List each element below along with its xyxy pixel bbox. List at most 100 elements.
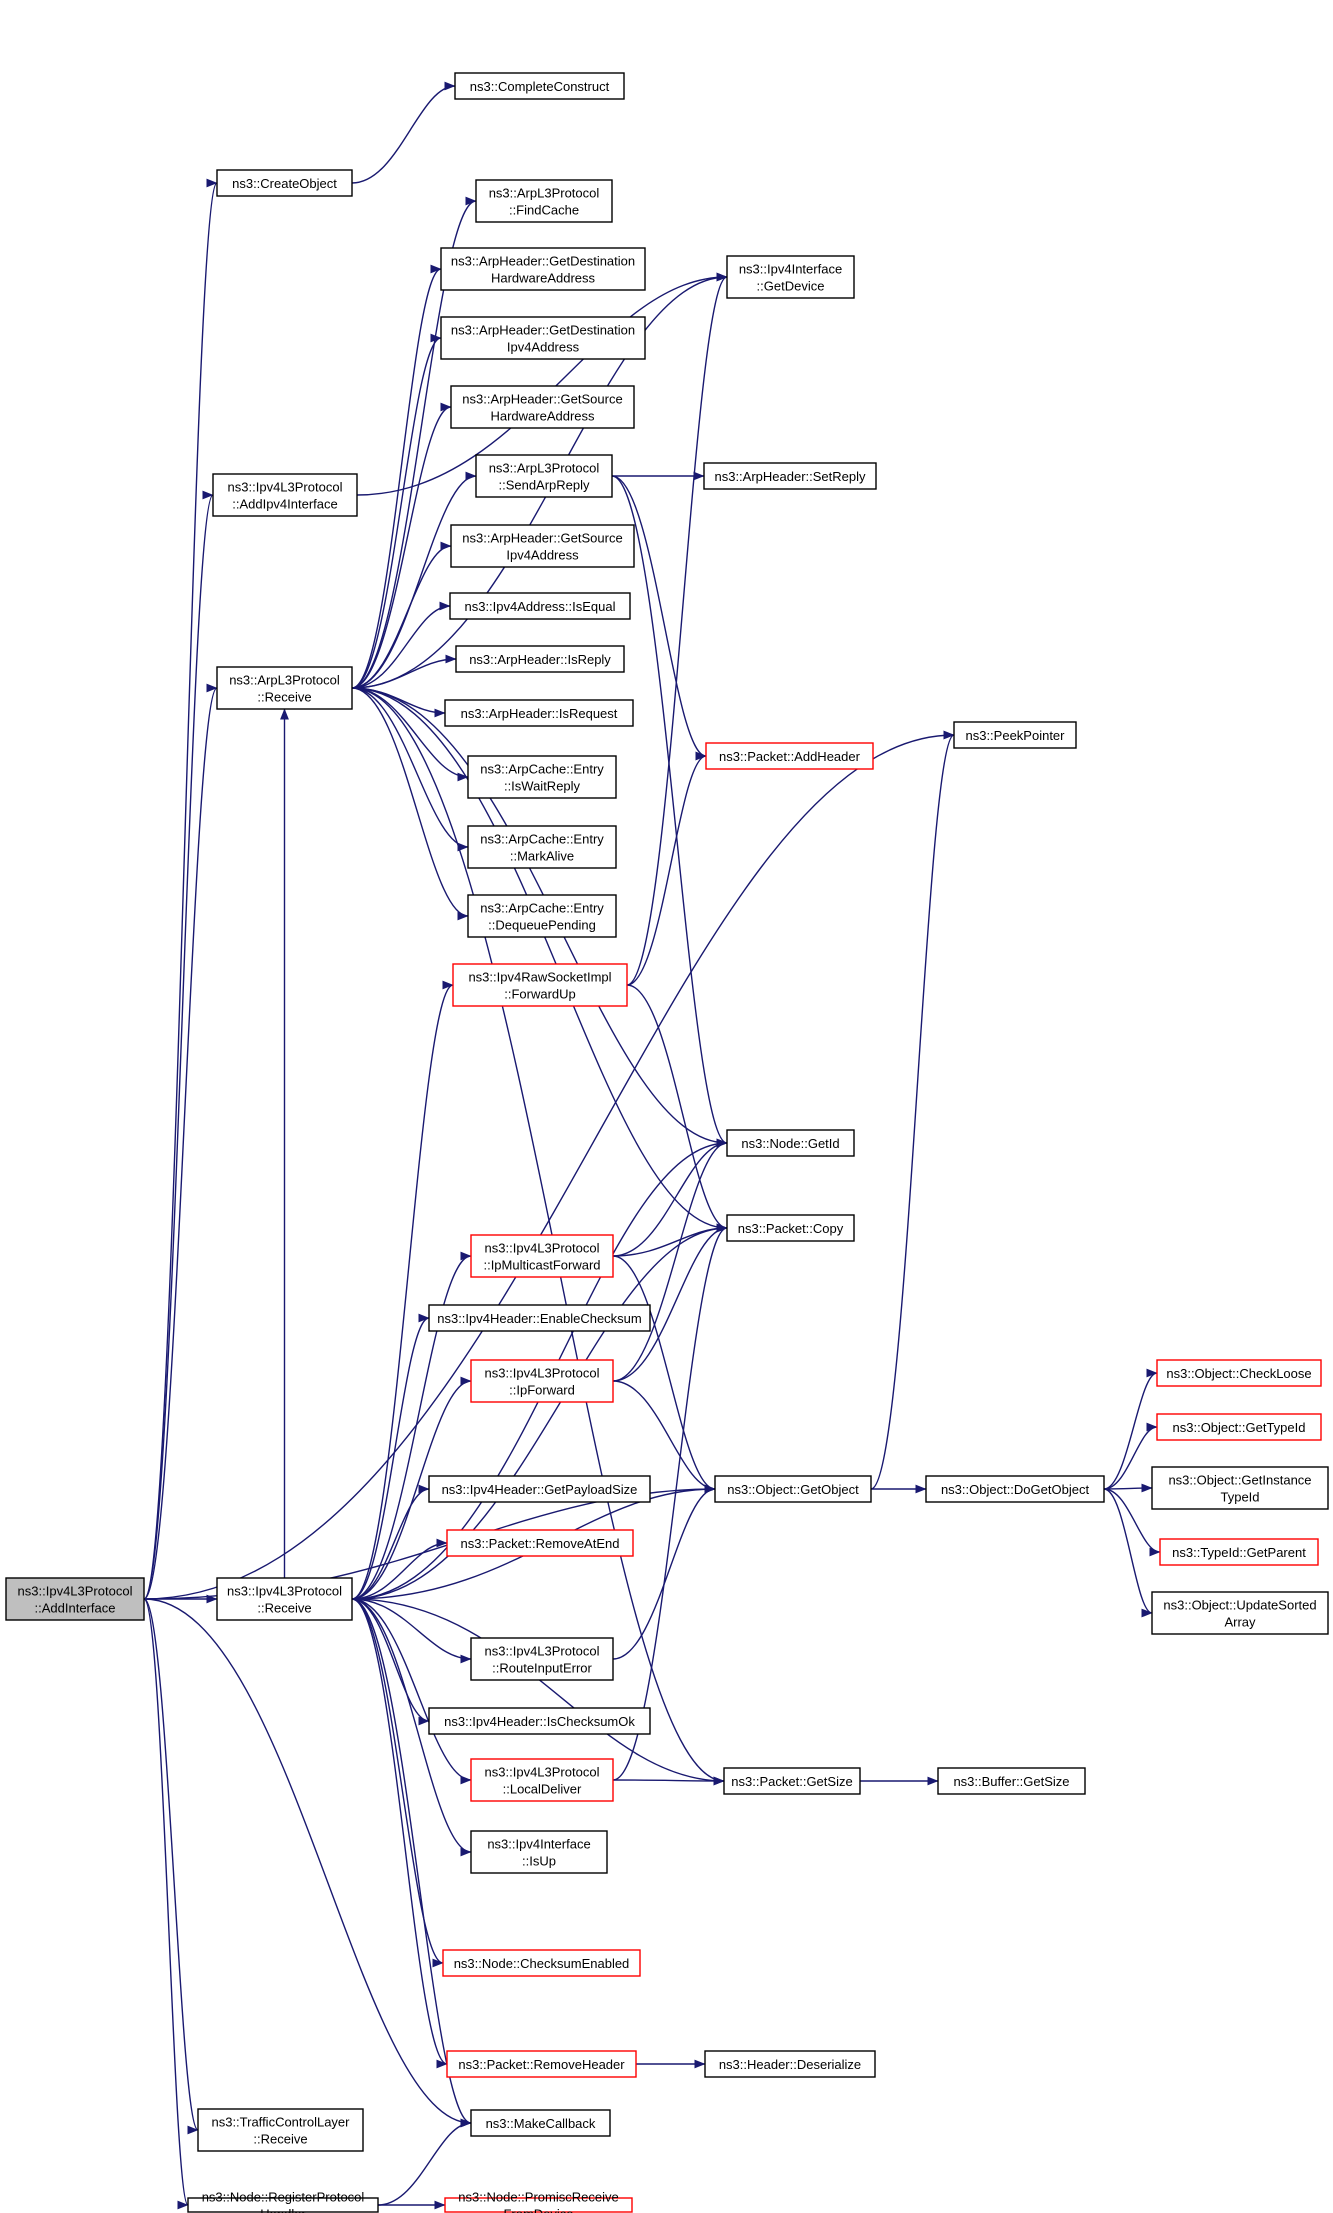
node-box xyxy=(470,1758,614,1802)
edge-ipv4_receive-to-ipv4header_enablechecksum xyxy=(351,1313,430,1600)
edge-root-to-peekpointer xyxy=(143,730,955,1600)
node-arpheader-isreply[interactable]: ns3::ArpHeader::IsReply xyxy=(455,645,625,673)
node-label-line: ns3::Object::GetObject xyxy=(727,1482,859,1497)
node-label-line: ns3::ArpHeader::IsRequest xyxy=(461,706,618,721)
node-packet-getsize[interactable]: ns3::Packet::GetSize xyxy=(723,1767,861,1795)
node-label-line: ns3::TypeId::GetParent xyxy=(1172,1545,1306,1560)
node-node-promiscreceivefromdevice[interactable]: ns3::Node::PromiscReceiveFromDevice xyxy=(444,2190,633,2213)
call-edge xyxy=(351,402,452,689)
node-label-line: Ipv4Address xyxy=(506,548,579,563)
node-object-checkloose[interactable]: ns3::Object::CheckLoose xyxy=(1156,1359,1322,1387)
node-box xyxy=(442,1949,641,1977)
node-arp-findcache[interactable]: ns3::ArpL3Protocol::FindCache xyxy=(475,179,613,223)
call-edge xyxy=(612,1776,725,1786)
node-arpheader-getdestipv4[interactable]: ns3::ArpHeader::GetDestinationIpv4Addres… xyxy=(440,316,646,360)
node-ipv4interface-getdevice[interactable]: ns3::Ipv4Interface::GetDevice xyxy=(726,255,855,299)
node-ipv4interface-isup[interactable]: ns3::Ipv4Interface::IsUp xyxy=(470,1830,608,1874)
node-packet-removeheader[interactable]: ns3::Packet::RemoveHeader xyxy=(446,2050,637,2078)
node-makecallback[interactable]: ns3::MakeCallback xyxy=(470,2109,611,2137)
node-ipforward[interactable]: ns3::Ipv4L3Protocol::IpForward xyxy=(470,1359,614,1403)
edge-ipv4_receive-to-packet_removeatend xyxy=(351,1538,448,1600)
call-edges xyxy=(143,81,1161,2210)
node-packet-removeatend[interactable]: ns3::Packet::RemoveAtEnd xyxy=(446,1529,634,1557)
call-edge xyxy=(351,1598,430,1726)
call-edge xyxy=(351,1598,472,1664)
node-typeid-getparent[interactable]: ns3::TypeId::GetParent xyxy=(1159,1538,1319,1566)
node-label-line: ns3::TrafficControlLayer xyxy=(211,2115,350,2130)
node-ipv4header-enablechecksum[interactable]: ns3::Ipv4Header::EnableChecksum xyxy=(428,1304,651,1332)
node-label-line: ns3::Node::PromiscReceive xyxy=(458,2190,618,2205)
node-node-checksumenabled[interactable]: ns3::Node::ChecksumEnabled xyxy=(442,1949,641,1977)
edge-ipv4raw_forwardup-to-packet_copy xyxy=(626,984,728,1233)
call-edge xyxy=(351,333,442,689)
node-complete-construct[interactable]: ns3::CompleteConstruct xyxy=(454,72,625,100)
node-ipv4header-getpayloadsize[interactable]: ns3::Ipv4Header::GetPayloadSize xyxy=(428,1475,651,1503)
call-edge xyxy=(612,1138,728,1382)
edge-ipmulticastforward-to-object_getobject xyxy=(612,1255,716,1494)
node-label-line: ::IpMulticastForward xyxy=(483,1258,600,1273)
call-edge xyxy=(351,1313,430,1600)
edge-arp_receive-to-arpheader_getdestipv4 xyxy=(351,333,442,689)
node-object-gettypeid[interactable]: ns3::Object::GetTypeId xyxy=(1156,1413,1322,1441)
edge-ipv4_receive-to-packet_getsize xyxy=(351,1598,725,1786)
node-label-line: ns3::ArpCache::Entry xyxy=(480,832,604,847)
node-box xyxy=(1156,1413,1322,1441)
call-edge xyxy=(1103,1483,1153,1493)
node-label-line: ns3::CreateObject xyxy=(232,176,337,191)
node-node-registerprotocolhandler[interactable]: ns3::Node::RegisterProtocolHandler xyxy=(187,2190,379,2213)
node-arpcache-markalive[interactable]: ns3::ArpCache::Entry::MarkAlive xyxy=(467,825,617,869)
node-box xyxy=(455,645,625,673)
node-arpheader-setreply[interactable]: ns3::ArpHeader::SetReply xyxy=(703,462,877,490)
node-packet-addheader[interactable]: ns3::Packet::AddHeader xyxy=(705,742,874,770)
node-root[interactable]: ns3::Ipv4L3Protocol::AddInterface xyxy=(5,1577,145,1621)
node-object-dogetobject[interactable]: ns3::Object::DoGetObject xyxy=(925,1475,1105,1503)
edge-ipv4_receive-to-ipv4raw_forwardup xyxy=(351,980,454,1600)
edge-ipv4_receive-to-ipforward xyxy=(351,1376,472,1600)
node-arp-sendarpreply[interactable]: ns3::ArpL3Protocol::SendArpReply xyxy=(475,454,613,498)
node-ipv4-receive[interactable]: ns3::Ipv4L3Protocol::Receive xyxy=(216,1577,353,1621)
node-node-getid[interactable]: ns3::Node::GetId xyxy=(726,1129,855,1157)
node-arpheader-isrequest[interactable]: ns3::ArpHeader::IsRequest xyxy=(444,699,634,727)
node-label-line: ::MarkAlive xyxy=(510,849,574,864)
node-buffer-getsize[interactable]: ns3::Buffer::GetSize xyxy=(937,1767,1086,1795)
node-routeinputerror[interactable]: ns3::Ipv4L3Protocol::RouteInputError xyxy=(470,1637,614,1681)
node-object-getobject[interactable]: ns3::Object::GetObject xyxy=(714,1475,872,1503)
node-label-line: ns3::ArpHeader::GetDestination xyxy=(451,254,635,269)
edge-arp_sendarpreply-to-node_getid xyxy=(611,475,728,1148)
call-edge xyxy=(351,1376,472,1600)
node-ipv4header-ischecksumok[interactable]: ns3::Ipv4Header::IsChecksumOk xyxy=(428,1707,651,1735)
node-peekpointer[interactable]: ns3::PeekPointer xyxy=(953,721,1077,749)
node-box xyxy=(444,699,634,727)
node-packet-copy[interactable]: ns3::Packet::Copy xyxy=(726,1214,855,1242)
node-ipv4address-isequal[interactable]: ns3::Ipv4Address::IsEqual xyxy=(449,592,631,620)
node-box xyxy=(704,2050,876,2078)
node-arp-receive[interactable]: ns3::ArpL3Protocol::Receive xyxy=(216,666,353,710)
node-trafficcontrol-receive[interactable]: ns3::TrafficControlLayer::Receive xyxy=(197,2108,364,2152)
node-add-ipv4-interface[interactable]: ns3::Ipv4L3Protocol::AddIpv4Interface xyxy=(212,473,358,517)
node-arpcache-iswaitreply[interactable]: ns3::ArpCache::Entry::IsWaitReply xyxy=(467,755,617,799)
function-nodes: ns3::Ipv4L3Protocol::AddInterface ns3::Cr… xyxy=(5,72,1329,2213)
node-arpcache-dequeuepending[interactable]: ns3::ArpCache::Entry::DequeuePending xyxy=(467,894,617,938)
call-edge xyxy=(351,264,442,689)
edge-node_registerprotocolhandler-to-makecallback xyxy=(377,2118,472,2206)
node-box xyxy=(470,1830,608,1874)
edge-ipv4_receive-to-ipmulticastforward xyxy=(351,1251,472,1600)
node-label-line: ns3::Ipv4Header::GetPayloadSize xyxy=(442,1482,638,1497)
node-create-object[interactable]: ns3::CreateObject xyxy=(216,169,353,197)
node-label-line: ns3::ArpHeader::GetSource xyxy=(462,531,622,546)
call-edge xyxy=(351,541,452,689)
node-label-line: ::Receive xyxy=(257,690,311,705)
node-localdeliver[interactable]: ns3::Ipv4L3Protocol::LocalDeliver xyxy=(470,1758,614,1802)
edge-root-to-add_ipv4_interface xyxy=(143,491,214,1600)
node-arpheader-getdesthw[interactable]: ns3::ArpHeader::GetDestinationHardwareAd… xyxy=(440,247,646,291)
node-header-deserialize[interactable]: ns3::Header::Deserialize xyxy=(704,2050,876,2078)
node-label-line: ns3::ArpHeader::SetReply xyxy=(714,469,866,484)
edge-ipmulticastforward-to-node_getid xyxy=(612,1138,728,1257)
node-box xyxy=(726,1214,855,1242)
node-ipv4raw-forwardup[interactable]: ns3::Ipv4RawSocketImpl::ForwardUp xyxy=(452,963,628,1007)
node-ipmulticastforward[interactable]: ns3::Ipv4L3Protocol::IpMulticastForward xyxy=(470,1234,614,1278)
